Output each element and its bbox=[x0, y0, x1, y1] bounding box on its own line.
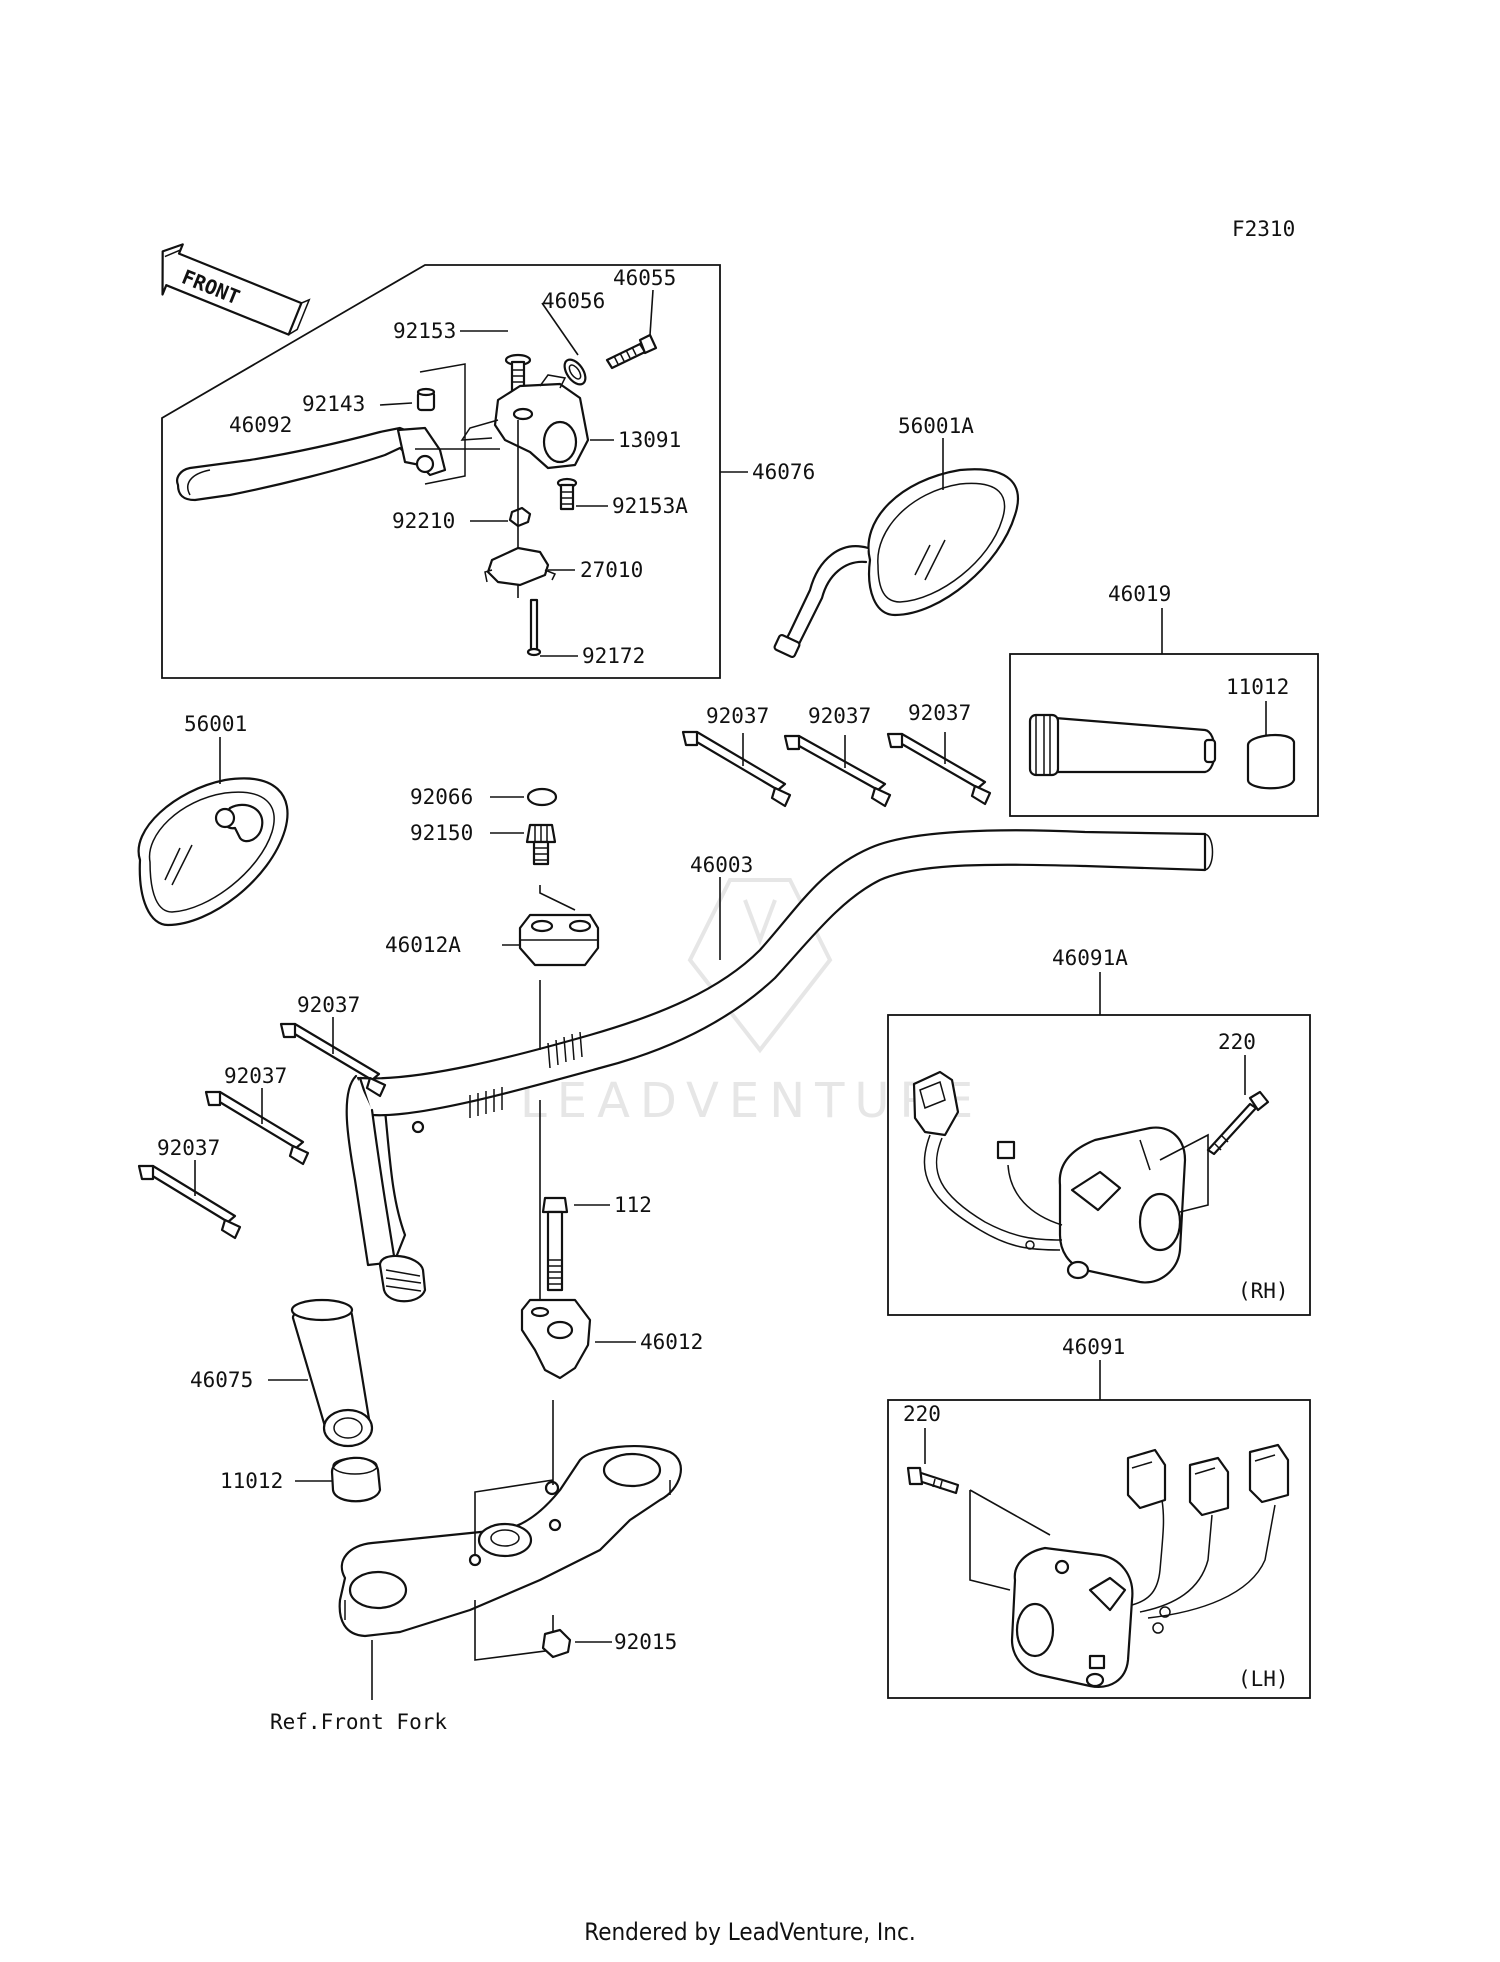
nut-92015 bbox=[541, 1628, 572, 1659]
rh-switch-box bbox=[887, 1014, 1311, 1316]
clutch-lever bbox=[176, 426, 447, 502]
grip-end-cap bbox=[1246, 733, 1296, 790]
label-27010: 27010 bbox=[580, 558, 643, 582]
label-11012: 11012 bbox=[220, 1469, 283, 1493]
label-220-lh: 220 bbox=[903, 1402, 941, 1426]
watermark-text: LEADVENTURE bbox=[520, 1073, 983, 1129]
label-46012A: 46012A bbox=[385, 933, 461, 957]
lower-clamp-46012 bbox=[520, 1298, 592, 1380]
upper-clamp-46012A bbox=[518, 913, 600, 967]
label-46012: 46012 bbox=[640, 1330, 703, 1354]
label-92210: 92210 bbox=[392, 509, 455, 533]
label-92037-r2: 92037 bbox=[808, 704, 871, 728]
cap-11012 bbox=[330, 1456, 382, 1503]
label-46056: 46056 bbox=[542, 289, 605, 313]
clutch-switch-27010 bbox=[484, 546, 557, 587]
bolt-112 bbox=[541, 1196, 569, 1292]
label-92015: 92015 bbox=[614, 1630, 677, 1654]
lh-wire-harness bbox=[1126, 1443, 1290, 1634]
label-92172: 92172 bbox=[582, 644, 645, 668]
footer-credit: Rendered by LeadVenture, Inc. bbox=[584, 1918, 916, 1946]
adjuster-46056 bbox=[563, 358, 587, 386]
throttle-grip-box bbox=[1009, 653, 1319, 817]
label-56001: 56001 bbox=[184, 712, 247, 736]
handlebar-46003 bbox=[345, 829, 1214, 1303]
label-92037-l2: 92037 bbox=[224, 1064, 287, 1088]
label-46055: 46055 bbox=[613, 266, 676, 290]
label-92037-r1: 92037 bbox=[706, 704, 769, 728]
label-46019: 46019 bbox=[1108, 582, 1171, 606]
label-92150: 92150 bbox=[410, 821, 473, 845]
cable-tie-right-2 bbox=[783, 734, 892, 808]
label-220-rh: 220 bbox=[1218, 1030, 1256, 1054]
bolt-92153A bbox=[556, 477, 578, 511]
label-46075: 46075 bbox=[190, 1368, 253, 1392]
label-92037-l1: 92037 bbox=[297, 993, 360, 1017]
cable-tie-left-3 bbox=[137, 1164, 242, 1240]
lh-switch-box bbox=[887, 1399, 1311, 1699]
label-92037-l3: 92037 bbox=[157, 1136, 220, 1160]
label-46076: 46076 bbox=[752, 460, 815, 484]
nut-92210 bbox=[508, 506, 532, 528]
collar-92143 bbox=[416, 387, 436, 412]
bolt-92150 bbox=[525, 823, 557, 866]
screw-92172 bbox=[526, 598, 542, 657]
label-92037-r3: 92037 bbox=[908, 701, 971, 725]
label-56001A: 56001A bbox=[898, 414, 974, 438]
label-ref-front-fork: Ref.Front Fork bbox=[270, 1710, 447, 1734]
rh-wire-harness bbox=[912, 1070, 1063, 1251]
screw-46055 bbox=[605, 333, 658, 370]
throttle-grip bbox=[1028, 713, 1217, 777]
label-46091A: 46091A bbox=[1052, 946, 1128, 970]
label-13091: 13091 bbox=[618, 428, 681, 452]
diagram-code: F2310 bbox=[1232, 217, 1295, 241]
lever-holder-13091 bbox=[460, 374, 590, 470]
lh-switch-housing bbox=[1010, 1546, 1134, 1688]
screw-220-rh bbox=[1206, 1090, 1270, 1156]
lever-assembly-box bbox=[161, 264, 721, 679]
label-92143: 92143 bbox=[302, 392, 365, 416]
front-arrow-icon: FRONT bbox=[161, 243, 311, 336]
label-92066: 92066 bbox=[410, 785, 473, 809]
cable-tie-right-1 bbox=[681, 730, 792, 808]
grip-46075 bbox=[290, 1298, 374, 1448]
cable-tie-right-3 bbox=[886, 732, 992, 806]
mirror-56001 bbox=[137, 777, 289, 927]
mirror-56001A bbox=[773, 468, 1020, 659]
cable-tie-left-2 bbox=[204, 1090, 310, 1166]
watermark-logo: LEADVENTURE bbox=[520, 878, 983, 1129]
label-11012-grip: 11012 bbox=[1226, 675, 1289, 699]
cap-92066 bbox=[526, 787, 558, 807]
label-46003: 46003 bbox=[690, 853, 753, 877]
label-46092: 46092 bbox=[229, 413, 292, 437]
rh-label: (RH) bbox=[1238, 1279, 1289, 1303]
lh-label: (LH) bbox=[1238, 1667, 1289, 1691]
screw-220-lh bbox=[906, 1466, 960, 1495]
rh-switch-housing bbox=[1058, 1126, 1187, 1284]
label-112: 112 bbox=[614, 1193, 652, 1217]
label-92153: 92153 bbox=[393, 319, 456, 343]
steering-stem-bracket bbox=[338, 1445, 682, 1638]
label-92153A: 92153A bbox=[612, 494, 688, 518]
label-46091: 46091 bbox=[1062, 1335, 1125, 1359]
bolt-92153 bbox=[504, 353, 532, 394]
